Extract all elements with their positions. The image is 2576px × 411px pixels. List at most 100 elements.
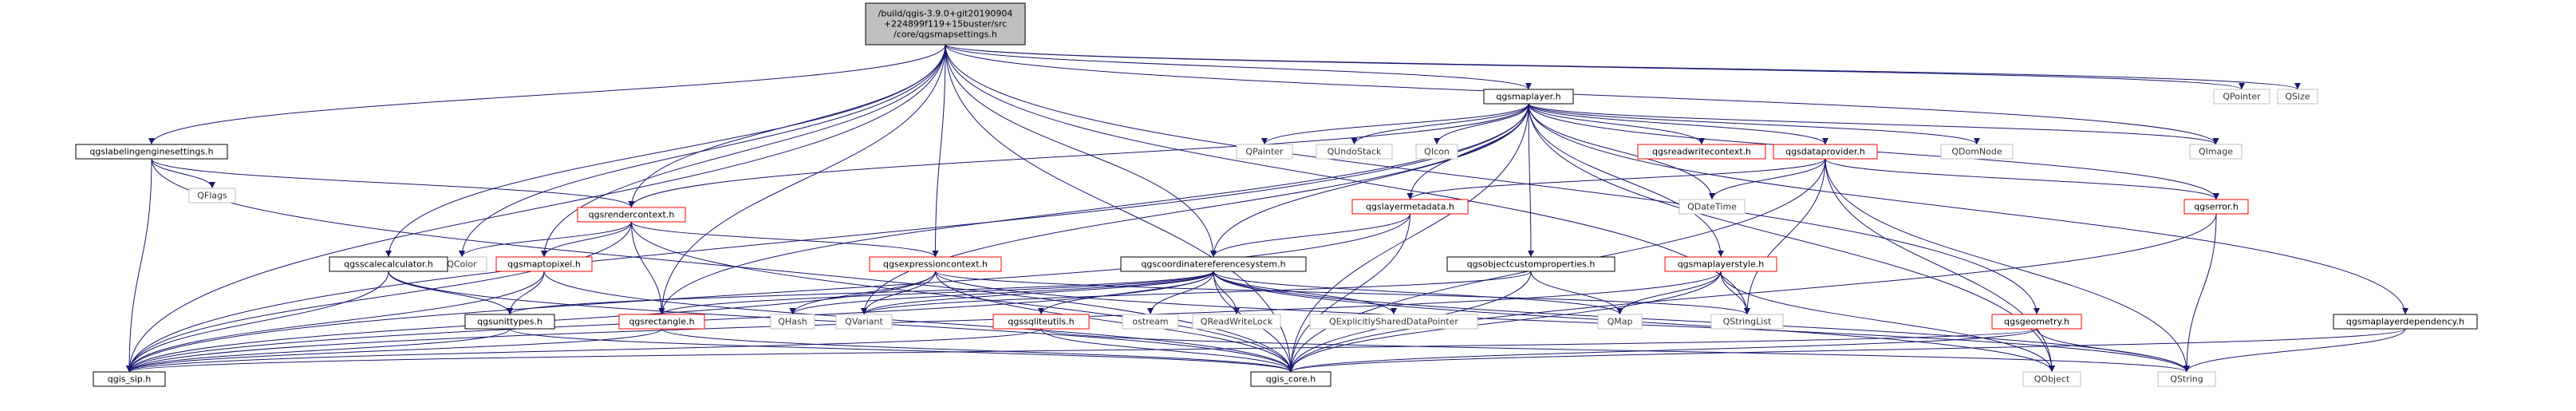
node-qicon: QIcon: [1415, 144, 1458, 160]
node-qgsexpressioncontext[interactable]: qgsexpressioncontext.h: [869, 256, 1002, 272]
edge-root-to-qgis_sip: [126, 44, 946, 373]
edge-root-to-qgsmaptopixel: [541, 44, 946, 258]
edge-qgsunittypes-to-qgis_core: [509, 328, 1294, 373]
node-qdomnode: QDomNode: [1940, 144, 2014, 160]
node-box-qgslabelingenginesettings: [75, 144, 228, 160]
node-label-qgsmaplayerstyle: qgsmaplayerstyle.h: [1678, 259, 1765, 270]
node-qpointer: QPointer: [2213, 89, 2270, 105]
edge-qgslabelingenginesettings-to-qgis_sip: [126, 158, 152, 373]
node-qhash: QHash: [770, 314, 815, 330]
node-qobject: QObject: [2022, 371, 2081, 387]
edge-qgssqliteutils-to-qgis_sip: [126, 328, 1042, 373]
node-qgis_sip[interactable]: qgis_sip.h: [93, 371, 166, 387]
edge-qgslayermetadata-to-qgis_sip: [126, 213, 1410, 373]
edge-qgsrendercontext-to-qgsexpressioncontext: [631, 221, 939, 258]
node-label-qgsmaplayerdependency: qgsmaplayerdependency.h: [2346, 317, 2464, 327]
edge-qgsmaplayer-to-qdatetime: [1528, 103, 1715, 200]
edge-qgsmaplayer-to-qgis_sip: [126, 103, 1529, 373]
node-box-qmap: [1597, 314, 1643, 330]
edge-qgsrendercontext-to-qgsrectangle: [631, 221, 665, 315]
edge-root-to-qgslabelingenginesettings: [148, 44, 946, 145]
edge-root-to-qgsrectangle: [658, 44, 946, 315]
node-qflags: QFlags: [188, 188, 236, 204]
edge-qgserror-to-qgis_core: [1288, 213, 2217, 373]
node-label-qgslayermetadata: qgslayermetadata.h: [1366, 202, 1454, 212]
node-qgsdataprovider[interactable]: qgsdataprovider.h: [1773, 144, 1878, 160]
node-box-ostream: [1122, 314, 1179, 330]
node-box-qgsobjectcustomproperties: [1446, 256, 1615, 272]
edge-root-to-qcolor: [459, 44, 946, 258]
node-qreadwritelock: QReadWriteLock: [1192, 314, 1281, 330]
node-box-qicon: [1415, 144, 1458, 160]
edge-qgscoordinatereferencesystem-to-qexplicitlyshareddatapointer: [1213, 271, 1397, 315]
node-qstring: QString: [2157, 371, 2216, 387]
node-label-ostream: ostream: [1132, 317, 1168, 327]
node-qimage: QImage: [2189, 144, 2243, 160]
node-label-qobject: QObject: [2034, 374, 2070, 385]
edge-qgsmaplayerstyle-to-qmap: [1616, 271, 1722, 315]
node-box-qflags: [188, 188, 236, 204]
edge-qgsmaplayer-to-qpainter: [1261, 103, 1529, 145]
node-qgslayermetadata[interactable]: qgslayermetadata.h: [1351, 199, 1469, 215]
node-qgsmaplayerstyle[interactable]: qgsmaplayerstyle.h: [1664, 256, 1777, 272]
node-label-qgssqliteutils: qgssqliteutils.h: [1008, 317, 1074, 327]
edge-qgscoordinatereferencesystem-to-qvariant: [861, 271, 1214, 315]
node-qundostack: QUndoStack: [1316, 144, 1393, 160]
node-qgsscalecalculator[interactable]: qgsscalecalculator.h: [329, 256, 448, 272]
node-qgis_core[interactable]: qgis_core.h: [1250, 371, 1331, 387]
node-qpainter: QPainter: [1236, 144, 1293, 160]
edge-qgsmaplayer-to-qdomnode: [1528, 103, 1980, 145]
edge-qgsdataprovider-to-qobject: [1825, 158, 2055, 373]
node-qgslabelingenginesettings[interactable]: qgslabelingenginesettings.h: [75, 144, 228, 160]
node-label-root: /build/qgis-3.9.0+git20190904: [878, 9, 1013, 19]
node-label-qreadwritelock: QReadWriteLock: [1201, 317, 1273, 327]
node-root[interactable]: /build/qgis-3.9.0+git20190904+224899f119…: [865, 2, 1026, 45]
edge-qgsmaplayer-to-qgscoordinatereferencesystem: [1210, 103, 1529, 258]
node-qmap: QMap: [1597, 314, 1643, 330]
node-box-qhash: [770, 314, 815, 330]
node-qgscoordinatereferencesystem[interactable]: qgscoordinatereferencesystem.h: [1120, 256, 1307, 272]
node-qgssqliteutils[interactable]: qgssqliteutils.h: [992, 314, 1090, 330]
node-qgsunittypes[interactable]: qgsunittypes.h: [464, 314, 555, 330]
node-qgsmaplayerdependency[interactable]: qgsmaplayerdependency.h: [2333, 314, 2478, 330]
node-label-qsize: QSize: [2285, 92, 2310, 102]
edge-qgsmaplayer-to-qimage: [1528, 103, 2219, 145]
edge-qgsmaplayerstyle-to-qobject: [1720, 271, 2055, 373]
edge-qgscoordinatereferencesystem-to-qgsrectangle: [658, 271, 1214, 315]
node-qcolor: QColor: [436, 256, 487, 272]
node-box-qgssqliteutils: [992, 314, 1090, 330]
edge-qgserror-to-qstring: [2183, 213, 2217, 373]
node-label-qgsscalecalculator: qgsscalecalculator.h: [344, 259, 433, 270]
node-box-qvariant: [835, 314, 893, 330]
node-label-qgsrectangle: qgsrectangle.h: [629, 317, 694, 327]
edge-qgsdataprovider-to-qgslayermetadata: [1406, 158, 1826, 200]
node-box-qgsgeometry: [1991, 314, 2082, 330]
edge-qgsmaplayer-to-qundostack: [1351, 103, 1529, 145]
node-box-qgsrendercontext: [577, 207, 686, 223]
node-qgsmaplayer[interactable]: qgsmaplayer.h: [1483, 89, 1574, 105]
edge-qgsdataprovider-to-qstringlist: [1744, 158, 1826, 315]
node-qgsrectangle[interactable]: qgsrectangle.h: [618, 314, 705, 330]
node-label-qgsmaptopixel: qgsmaptopixel.h: [507, 259, 581, 270]
node-qgsgeometry[interactable]: qgsgeometry.h: [1991, 314, 2082, 330]
edge-qgsmaplayer-to-qgsobjectcustomproperties: [1527, 103, 1534, 258]
node-label-qgscoordinatereferencesystem: qgscoordinatereferencesystem.h: [1141, 259, 1285, 270]
node-qgsmaptopixel[interactable]: qgsmaptopixel.h: [495, 256, 593, 272]
node-box-qgsmaplayerdependency: [2333, 314, 2478, 330]
edge-qgslabelingenginesettings-to-qgsrendercontext: [151, 158, 635, 208]
node-qgsrendercontext[interactable]: qgsrendercontext.h: [577, 207, 686, 223]
edge-root-to-qsize: [945, 44, 2301, 90]
edge-qgsrendercontext-to-qgis_core: [631, 221, 1294, 373]
node-qgsreadwritecontext[interactable]: qgsreadwritecontext.h: [1637, 144, 1766, 160]
node-label-qgsobjectcustomproperties: qgsobjectcustomproperties.h: [1467, 259, 1596, 270]
node-box-qstring: [2157, 371, 2216, 387]
node-label-qgis_sip: qgis_sip.h: [108, 374, 152, 385]
node-label-root: +224899f119+15buster/src: [884, 19, 1007, 30]
node-qgserror[interactable]: qgserror.h: [2183, 199, 2249, 215]
node-box-qstringlist: [1710, 314, 1784, 330]
node-box-qpointer: [2213, 89, 2270, 105]
edge-qgssqliteutils-to-qstring: [1040, 328, 2190, 373]
edge-qgscoordinatereferencesystem-to-ostream: [1147, 271, 1214, 315]
node-qgsobjectcustomproperties[interactable]: qgsobjectcustomproperties.h: [1446, 256, 1615, 272]
edge-qgsrendercontext-to-qgsmaptopixel: [541, 221, 632, 258]
